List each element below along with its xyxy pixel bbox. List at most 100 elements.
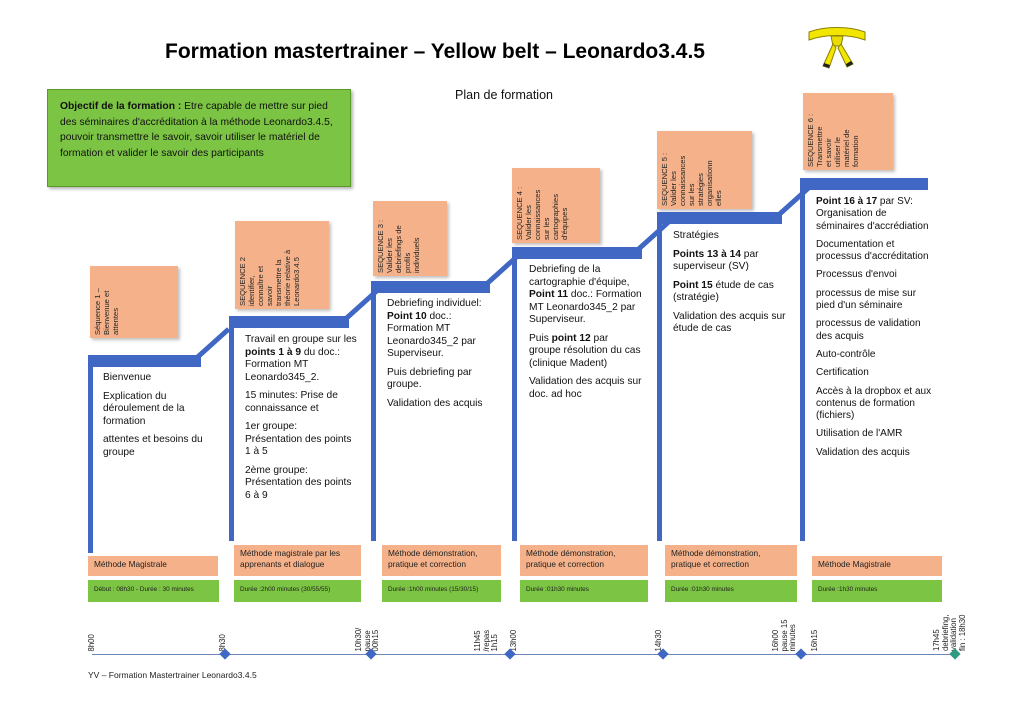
step-bar-4 [512, 247, 642, 259]
column-item-text: Debriefing de la cartographie d'équipe, [529, 264, 630, 288]
footer-text: YV – Formation Mastertrainer Leonardo3.4… [88, 670, 257, 680]
duration-box-6: Durée :1h30 minutes [812, 580, 942, 602]
objective-label: Objectif de la formation : [60, 101, 182, 112]
time-tick-label: 11h45 /repas 1h15 [473, 629, 499, 651]
method-box-6: Méthode Magistrale [812, 556, 942, 576]
time-tick: 17h45 debriefing, validation fin : 18h30 [932, 605, 979, 651]
method-box-2: Méthode magistrale par les apprenants et… [234, 545, 361, 576]
column-item-bold: Point 15 [673, 279, 713, 291]
step-connector-1 [194, 327, 231, 361]
column-item-text: Auto-contrôle [816, 348, 876, 360]
step-connector-4 [635, 219, 672, 253]
duration-box-3: Durée :1h00 minutes (15/30/15) [382, 580, 501, 602]
column-item: Processus d'envoi [816, 269, 934, 281]
column-item-text: Utilisation de l'AMR [816, 428, 903, 440]
time-tick-label: 16h15 [810, 629, 819, 651]
step-stem-3 [371, 281, 376, 541]
duration-box-2: Durée :2h00 minutes (30/55/55) [234, 580, 361, 602]
column-item: Validation des acquis sur étude de cas [673, 311, 786, 336]
column-item-text: processus de validation des acquis [816, 318, 921, 342]
column-item: Accès à la dropbox et aux contenus de fo… [816, 386, 934, 423]
column-item-text: Validation des acquis sur doc. ad hoc [529, 376, 642, 400]
column-item: Debriefing individuel: Point 10 doc.: Fo… [387, 298, 499, 361]
column-item: 1er groupe: Présentation des points 1 à … [245, 421, 357, 459]
sequence-label: Séquence 1 – Bienvenue et attentes [93, 288, 120, 335]
time-tick: 10h30/ pause 00h15 [354, 605, 401, 651]
method-box-3: Méthode démonstration, pratique et corre… [382, 545, 501, 576]
sequence-box-2: SEQUENCE 2 identifier, connaître et savo… [235, 221, 329, 309]
column-6-content: Point 16 à 17 par SV: Organisation de sé… [816, 196, 934, 465]
sequence-label: SEQUENCE 3 : Valider les debriefings de … [376, 219, 421, 273]
sequence-box-6: SEQUENCE 6 : Transmettre et savoir utili… [803, 93, 893, 170]
column-item: Certification [816, 367, 934, 379]
column-item-text: du doc.: Formation MT Leonardo345_2. [245, 346, 341, 383]
training-objective: Objectif de la formation : Etre capable … [47, 89, 351, 187]
column-item-text: doc.: Formation MT Leonardo345_2 par Sup… [387, 310, 476, 360]
column-item-text: Certification [816, 367, 869, 379]
column-item: Validation des acquis [816, 447, 934, 459]
duration-box-5: Durée :01h30 minutes [665, 580, 797, 602]
time-tick: 8h30 [218, 605, 265, 651]
column-item: processus de validation des acquis [816, 318, 934, 343]
timeline-axis [92, 654, 956, 655]
step-stem-1 [88, 355, 93, 553]
method-box-5: Méthode démonstration, pratique et corre… [665, 545, 797, 576]
column-item: 15 minutes: Prise de connaissance et [245, 390, 357, 415]
time-tick-label: 8h00 [87, 633, 96, 651]
time-tick-label: 10h30/ pause 00h15 [354, 627, 380, 651]
column-1-content: Bienvenue Explication du déroulement de … [103, 372, 203, 465]
column-item: Points 13 à 14 par superviseur (SV) [673, 249, 786, 274]
time-tick-label: 16h00 pause 15 minutes [771, 618, 797, 651]
sequence-label: SEQUENCE 2 identifier, connaître et savo… [238, 249, 301, 306]
column-item-text: étude de cas (stratégie) [673, 279, 774, 304]
column-item-text: par SV: Organisation de séminaires d'acc… [816, 196, 929, 232]
column-item: Puis point 12 par groupe résolution du c… [529, 333, 642, 371]
time-tick-label: 13h00 [509, 629, 518, 651]
column-item-text: processus de mise sur pied d'un séminair… [816, 287, 917, 312]
column-item-bold: points 1 à 9 [245, 346, 302, 358]
column-item: Explication du déroulement de la formati… [103, 390, 185, 427]
column-item-text: Travail en groupe sur les [245, 334, 357, 345]
column-item-text: 1er groupe: Présentation des points 1 à … [245, 421, 352, 457]
method-box-1: Méthode Magistrale [88, 556, 218, 576]
column-item: Utilisation de l'AMR [816, 428, 934, 440]
column-3-content: Debriefing individuel: Point 10 doc.: Fo… [387, 298, 499, 416]
duration-box-1: Début : 08h30 - Durée : 30 minutes [88, 580, 219, 602]
time-tick-label: 17h45 debriefing, validation fin : 18h30 [932, 614, 967, 651]
column-item: Bienvenue [103, 372, 152, 383]
sequence-label: SEQUENCE 4 : Valider les connaissances s… [515, 186, 569, 240]
duration-box-4: Durée :01h30 minutes [520, 580, 648, 602]
time-tick: 16h15 [810, 605, 857, 651]
column-item: Point 16 à 17 par SV: Organisation de sé… [816, 196, 934, 233]
column-item-text: Puis [529, 332, 552, 344]
column-4-content: Debriefing de la cartographie d'équipe, … [529, 264, 642, 407]
column-item: Puis debriefing par groupe. [387, 367, 499, 392]
column-item: Stratégies [673, 230, 786, 243]
column-item: 2ème groupe: Présentation des points 6 à… [245, 465, 357, 503]
column-item-text: Processus d'envoi [816, 269, 897, 281]
column-item: Auto-contrôle [816, 349, 934, 361]
objective-text: Etre capable de mettre sur pied des sémi… [60, 101, 333, 159]
column-item-bold: Point 16 à 17 [816, 196, 878, 207]
method-box-4: Méthode démonstration, pratique et corre… [520, 545, 648, 576]
sequence-label: SEQUENCE 5 : Valider les connaissances s… [660, 152, 723, 206]
column-item: Debriefing de la cartographie d'équipe, … [529, 264, 642, 327]
column-item-bold: Point 11 [529, 289, 569, 300]
column-item-text: 2ème groupe: Présentation des points 6 à… [245, 464, 352, 501]
sequence-box-1: Séquence 1 – Bienvenue et attentes [90, 266, 178, 338]
sequence-label: SEQUENCE 6 : Transmettre et savoir utili… [806, 113, 860, 167]
step-stem-2 [229, 316, 234, 541]
time-tick: 8h00 [87, 605, 134, 651]
step-stem-6 [800, 178, 805, 541]
sequence-box-4: SEQUENCE 4 : Valider les connaissances s… [512, 168, 600, 243]
column-item-text: par groupe résolution du cas (clinique M… [529, 332, 641, 369]
column-item-text: Validation des acquis [387, 397, 483, 409]
column-item-text: par superviseur (SV) [673, 248, 759, 273]
column-item: Documentation et processus d'accréditati… [816, 239, 934, 264]
step-bar-1 [88, 355, 201, 367]
column-item-text: Accès à la dropbox et aux contenus de fo… [816, 385, 932, 422]
column-item-bold: point 12 [551, 332, 591, 344]
column-item: Validation des acquis sur doc. ad hoc [529, 376, 642, 401]
